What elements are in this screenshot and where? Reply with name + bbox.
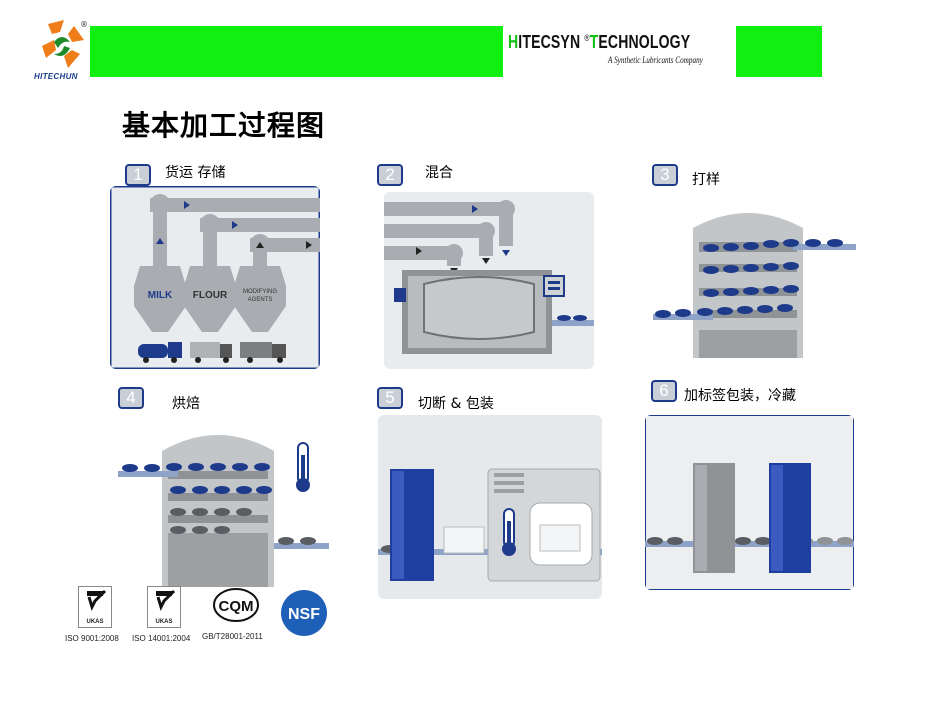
truck-icon-milk xyxy=(138,342,182,363)
nsf-text: NSF xyxy=(288,606,320,623)
step-label-1: 货运 存储 xyxy=(165,165,226,181)
brand-block: HITECSYN ®TECHNOLOGY A Synthetic Lubrica… xyxy=(508,32,730,65)
iso14001-text: ISO 14001:2004 xyxy=(132,634,191,643)
step-label-4: 烘焙 xyxy=(172,396,200,412)
silo-label-milk: MILK xyxy=(148,290,173,301)
step-label-6: 加标签包装，冷藏 xyxy=(684,388,796,404)
truck-icon-flour xyxy=(190,342,232,363)
step-number-4: 4 xyxy=(118,387,144,409)
nsf-logo-icon: NSF xyxy=(280,589,328,637)
baking-illustration xyxy=(118,415,329,587)
step-number-5: 5 xyxy=(377,387,403,409)
step-label-5: 切断 & 包装 xyxy=(418,396,494,412)
step-number-6: 6 xyxy=(651,380,677,402)
logo-registered-mark: ® xyxy=(80,20,88,29)
cqm-text: CQM xyxy=(219,598,254,615)
silo-label-agents-2: AGENTS xyxy=(248,297,273,303)
ukas-iso14001-badge-icon: UKAS xyxy=(147,586,181,628)
step-number-3: 3 xyxy=(652,164,678,186)
header-green-block xyxy=(736,26,822,77)
shaping-illustration xyxy=(653,192,856,358)
step-number-2: 2 xyxy=(377,164,403,186)
iso9001-text: ISO 9001:2008 xyxy=(65,634,119,643)
truck-icon-agents xyxy=(240,342,286,363)
cqm-logo-icon: CQM xyxy=(212,587,260,623)
thermometer-icon-2 xyxy=(502,508,516,556)
ukas-label-1: UKAS xyxy=(86,619,104,625)
thermometer-icon xyxy=(296,442,310,492)
silo-label-flour: FLOUR xyxy=(193,290,228,301)
storage-illustration: MILK FLOUR MODIFYING AGENTS xyxy=(110,186,320,369)
company-logo-icon xyxy=(34,18,90,84)
step-label-2: 混合 xyxy=(425,165,453,181)
brand-name: HITECSYN ®TECHNOLOGY xyxy=(508,32,691,52)
labeling-illustration xyxy=(645,415,854,590)
header-green-bar xyxy=(90,26,503,77)
gbt-text: GB/T28001-2011 xyxy=(202,632,263,641)
ukas-label-2: UKAS xyxy=(155,619,173,625)
ukas-iso9001-badge-icon: UKAS xyxy=(78,586,112,628)
packaging-illustration xyxy=(378,415,602,599)
brand-tagline: A Synthetic Lubricants Company xyxy=(608,55,703,65)
silo-label-agents-1: MODIFYING xyxy=(243,289,277,295)
step-label-3: 打样 xyxy=(692,172,720,188)
logo-text: HITECHUN xyxy=(34,72,78,81)
step-number-1: 1 xyxy=(125,164,151,186)
page-title: 基本加工过程图 xyxy=(122,109,326,142)
mixing-illustration xyxy=(384,192,594,369)
